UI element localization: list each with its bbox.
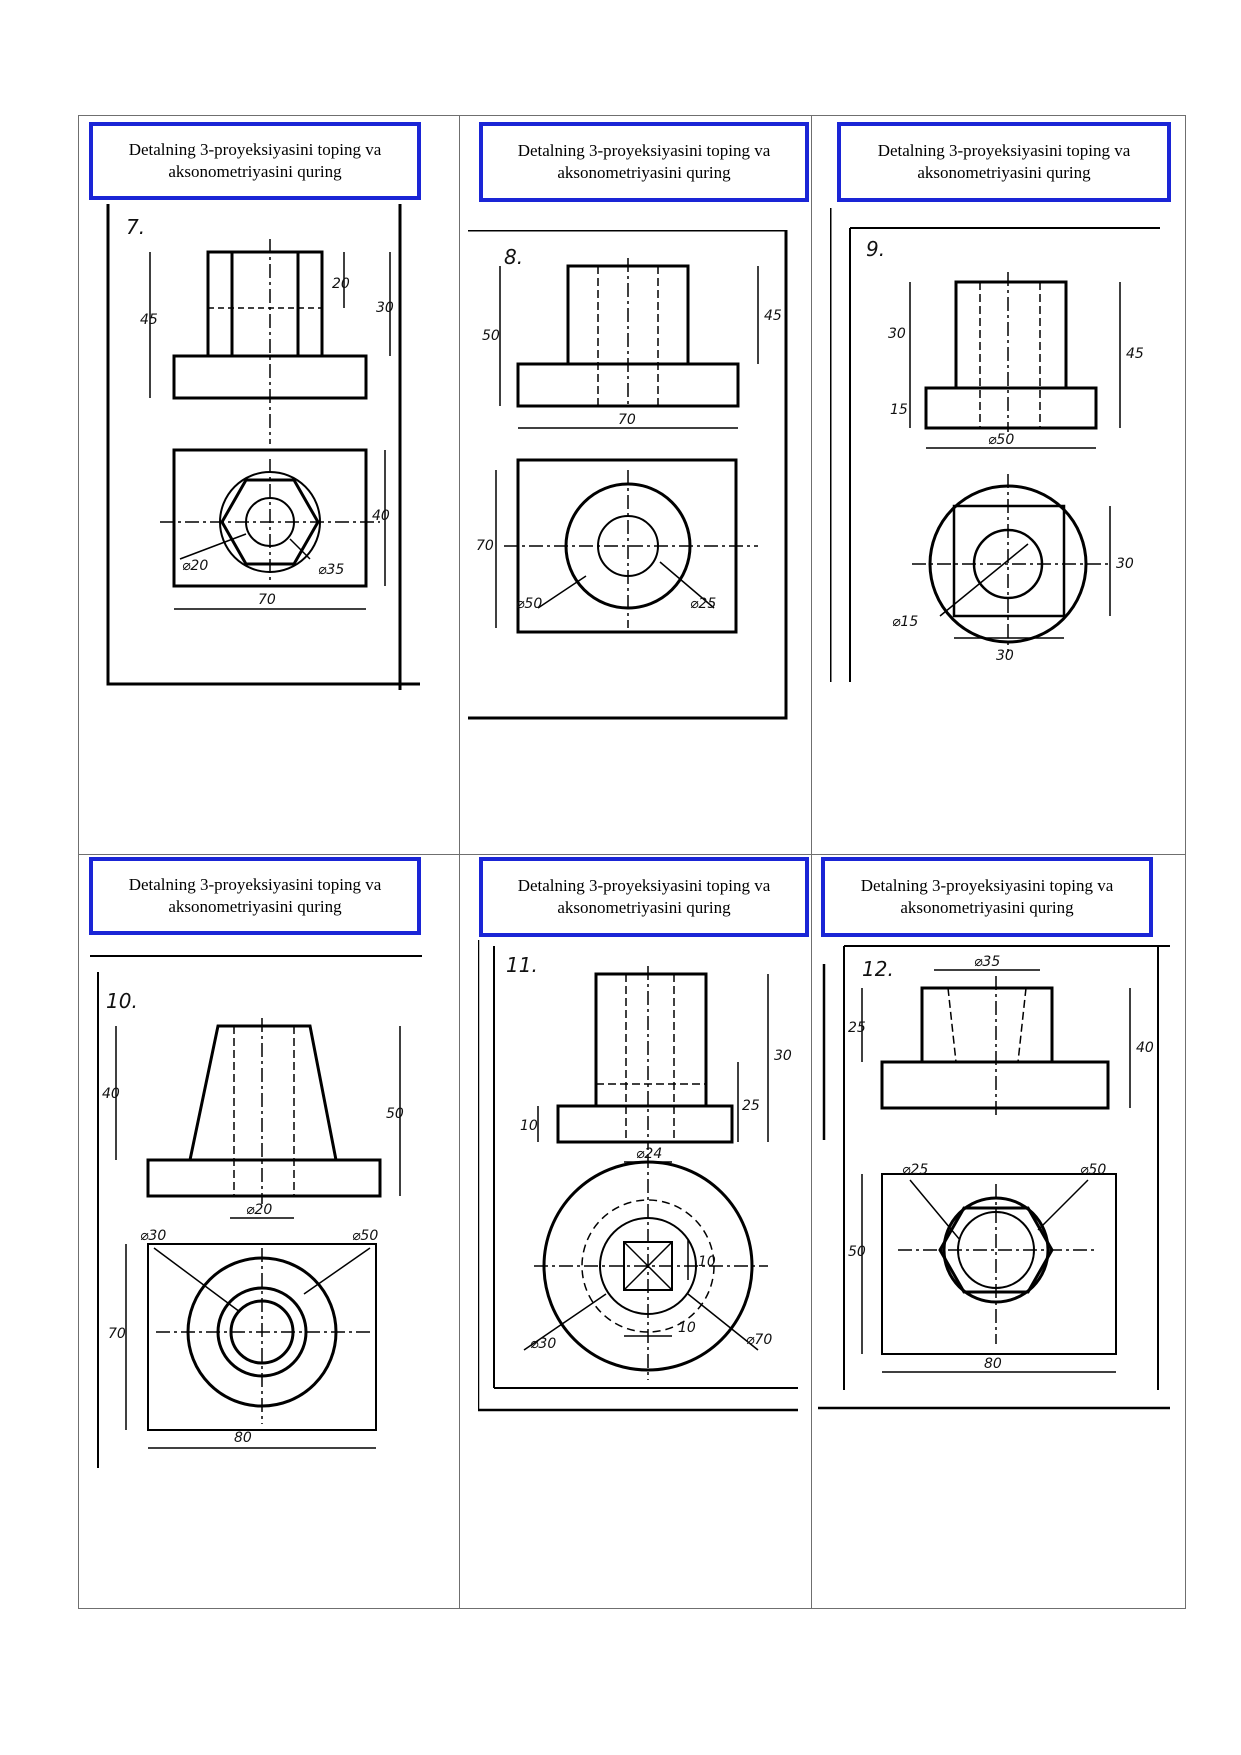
task-title-box: Detalning 3-proyeksiyasini toping va aks… — [821, 857, 1153, 937]
task-prompt: Detalning 3-proyeksiyasini toping va aks… — [517, 141, 771, 182]
dimension-label: 25 — [742, 1098, 760, 1114]
dimension-label: ⌀20 — [246, 1202, 272, 1218]
dimension-label: 50 — [848, 1244, 866, 1260]
row-divider — [79, 854, 1185, 855]
task-number: 9. — [866, 237, 885, 261]
dimension-label: 30 — [774, 1048, 792, 1064]
dimension-label: 30 — [1116, 556, 1134, 572]
task-number: 7. — [126, 215, 145, 239]
drawing-svg: 11. 30 25 10 ⌀24 10 10 ⌀30 ⌀70 — [478, 940, 798, 1412]
dimension-label: ⌀24 — [636, 1146, 662, 1162]
task-title-box: Detalning 3-proyeksiyasini toping va aks… — [89, 122, 421, 200]
dimension-label: 40 — [1136, 1040, 1154, 1056]
dimension-label: ⌀50 — [516, 596, 542, 612]
task-prompt: Detalning 3-proyeksiyasini toping va aks… — [128, 875, 382, 916]
dimension-label: 45 — [764, 308, 782, 324]
dimension-label: 70 — [618, 412, 636, 428]
task-number: 8. — [504, 245, 523, 269]
dimension-label: 30 — [376, 300, 394, 316]
dimension-label: 80 — [984, 1356, 1002, 1372]
dimension-label: ⌀50 — [988, 432, 1014, 448]
dimension-label: 45 — [1126, 346, 1144, 362]
drawing-svg: 8. 50 45 70 70 ⌀50 ⌀25 — [468, 230, 788, 720]
dimension-label: ⌀70 — [746, 1332, 772, 1348]
dimension-label: ⌀50 — [352, 1228, 378, 1244]
column-divider — [811, 116, 812, 1608]
dimension-label: ⌀30 — [530, 1336, 556, 1352]
task-prompt: Detalning 3-proyeksiyasini toping va aks… — [128, 140, 382, 181]
dimension-label: ⌀25 — [690, 596, 716, 612]
drawing-svg: 12. ⌀35 25 40 ⌀25 ⌀50 50 80 — [818, 945, 1170, 1410]
task-prompt: Detalning 3-proyeksiyasini toping va aks… — [860, 876, 1114, 917]
dimension-label: 70 — [476, 538, 494, 554]
technical-drawing: 10. 40 50 ⌀20 ⌀30 ⌀50 70 80 — [90, 948, 422, 1468]
task-title-box: Detalning 3-proyeksiyasini toping va aks… — [89, 857, 421, 935]
dimension-label: 20 — [332, 276, 350, 292]
drawing-svg: 9. 30 45 15 ⌀50 30 ⌀15 30 — [830, 208, 1160, 682]
dimension-label: 10 — [520, 1118, 538, 1134]
dimension-label: ⌀20 — [182, 558, 208, 574]
technical-drawing: 8. 50 45 70 70 ⌀50 ⌀25 — [468, 230, 788, 720]
dimension-label: ⌀15 — [892, 614, 918, 630]
dimension-label: 25 — [848, 1020, 866, 1036]
dimension-label: ⌀50 — [1080, 1162, 1106, 1178]
column-divider — [459, 116, 460, 1608]
technical-drawing: 12. ⌀35 25 40 ⌀25 ⌀50 50 80 — [818, 940, 1170, 1414]
dimension-label: 45 — [140, 312, 158, 328]
task-table — [78, 115, 1186, 1609]
dimension-label: 40 — [372, 508, 390, 524]
task-number: 11. — [506, 953, 538, 977]
dimension-label: ⌀30 — [140, 1228, 166, 1244]
dimension-label: 80 — [234, 1430, 252, 1446]
task-title-box: Detalning 3-proyeksiyasini toping va aks… — [479, 857, 809, 937]
task-number: 12. — [862, 957, 894, 981]
drawing-svg: 7. 45 20 30 40 70 ⌀20 ⌀35 — [106, 204, 420, 690]
dimension-label: 30 — [996, 648, 1014, 664]
dimension-label: ⌀35 — [318, 562, 344, 578]
task-title-box: Detalning 3-proyeksiyasini toping va aks… — [479, 122, 809, 202]
task-title-box: Detalning 3-proyeksiyasini toping va aks… — [837, 122, 1171, 202]
drawing-svg: 10. 40 50 ⌀20 ⌀30 ⌀50 70 80 — [90, 955, 422, 1468]
dimension-label: 50 — [386, 1106, 404, 1122]
dimension-label: 15 — [890, 402, 908, 418]
dimension-label: 10 — [678, 1320, 696, 1336]
dimension-label: 50 — [482, 328, 500, 344]
task-number: 10. — [106, 989, 138, 1013]
task-prompt: Detalning 3-proyeksiyasini toping va aks… — [517, 876, 771, 917]
dimension-label: 10 — [698, 1254, 716, 1270]
dimension-label: 30 — [888, 326, 906, 342]
dimension-label: 70 — [108, 1326, 126, 1342]
task-prompt: Detalning 3-proyeksiyasini toping va aks… — [877, 141, 1131, 182]
technical-drawing: 7. 45 20 30 40 70 ⌀20 ⌀35 — [100, 204, 420, 690]
dimension-label: ⌀35 — [974, 954, 1000, 970]
dimension-label: 40 — [102, 1086, 120, 1102]
dimension-label: 70 — [258, 592, 276, 608]
technical-drawing: 9. 30 45 15 ⌀50 30 ⌀15 30 — [830, 208, 1160, 682]
dimension-label: ⌀25 — [902, 1162, 928, 1178]
technical-drawing: 11. 30 25 10 ⌀24 10 10 ⌀30 ⌀70 — [478, 940, 798, 1414]
